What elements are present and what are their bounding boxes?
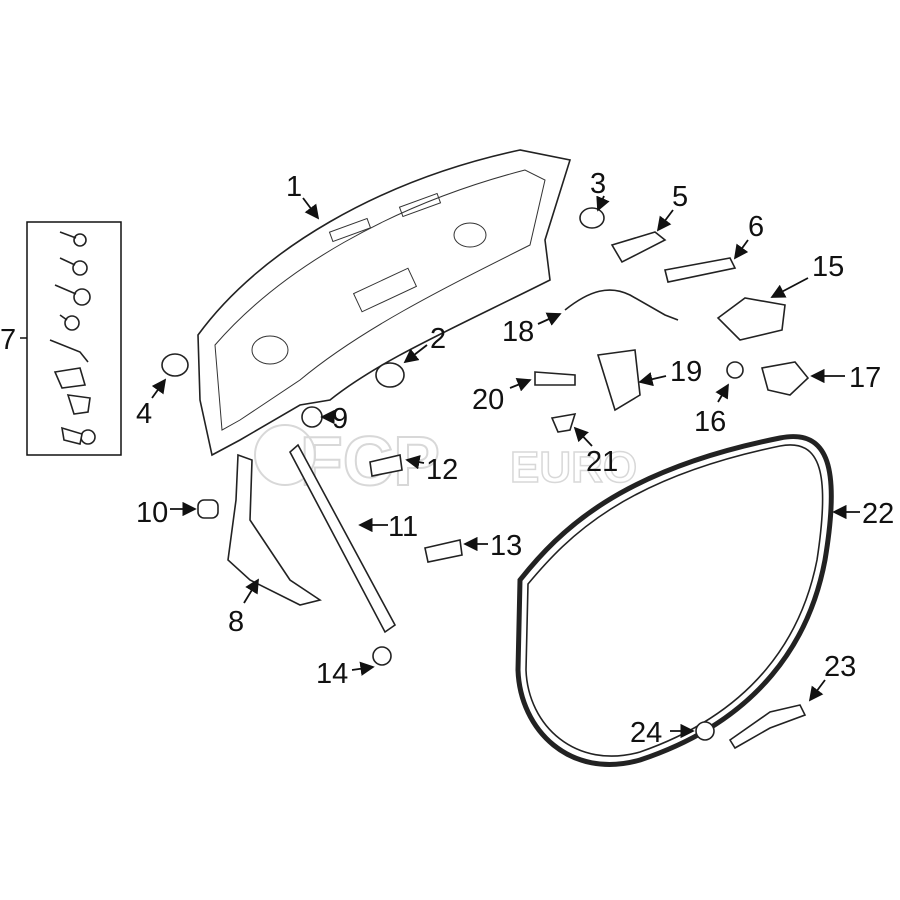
part-17-switch: [760, 361, 810, 396]
callout-6: 6: [748, 211, 764, 243]
part-19-bracket: [596, 349, 641, 412]
part-2-bumper: [375, 362, 405, 388]
part-11-strut: [288, 443, 397, 634]
callout-5: 5: [672, 181, 688, 213]
part-23-striker: [728, 704, 807, 750]
part-4-bumper: [161, 353, 189, 377]
callout-16: 16: [694, 406, 726, 438]
part-9-nut: [301, 406, 323, 428]
part-18-cable: [564, 289, 679, 321]
callout-22: 22: [862, 498, 894, 530]
callout-labels: 1 2 3 4 5 6 7 8 9 10 11 12 13 14 15 16 1…: [0, 168, 894, 749]
callout-1: 1: [286, 171, 302, 203]
callout-19: 19: [670, 356, 702, 388]
part-15-latch: [716, 297, 786, 341]
fastener-kit-box: [20, 221, 122, 456]
part-trunk-lid: [197, 149, 572, 457]
callout-7: 7: [0, 324, 16, 356]
callout-18: 18: [502, 316, 534, 348]
callout-17: 17: [849, 362, 881, 394]
leader-arrows: [151, 195, 860, 739]
part-shapes: [161, 207, 834, 767]
callout-9: 9: [332, 403, 348, 435]
part-21-clip: [550, 412, 577, 433]
part-16-nut: [726, 361, 744, 379]
watermark-suffix: EURO: [510, 443, 637, 492]
part-20-bolt: [534, 371, 576, 386]
callout-8: 8: [228, 606, 244, 638]
callout-11: 11: [388, 511, 418, 543]
callout-4: 4: [136, 398, 152, 430]
callout-12: 12: [426, 454, 458, 486]
part-24-nut: [695, 721, 715, 741]
callout-20: 20: [472, 384, 504, 416]
callout-14: 14: [316, 658, 348, 690]
part-6-handle: [664, 257, 737, 283]
part-13-bolt: [424, 539, 463, 563]
part-8-hinge: [227, 453, 322, 606]
part-3-bumper: [579, 207, 605, 229]
callout-21: 21: [586, 446, 618, 478]
callout-13: 13: [490, 530, 522, 562]
part-12-bolt: [369, 454, 403, 477]
part-5-bracket: [610, 231, 667, 264]
callout-24: 24: [630, 717, 662, 749]
callout-2: 2: [430, 323, 446, 355]
part-10-bumper: [197, 499, 219, 519]
callout-3: 3: [590, 168, 606, 200]
part-14-nut: [372, 646, 392, 666]
callout-10: 10: [136, 497, 168, 529]
callout-15: 15: [812, 251, 844, 283]
callout-23: 23: [824, 651, 856, 683]
part-22-weatherstrip: [515, 434, 834, 767]
